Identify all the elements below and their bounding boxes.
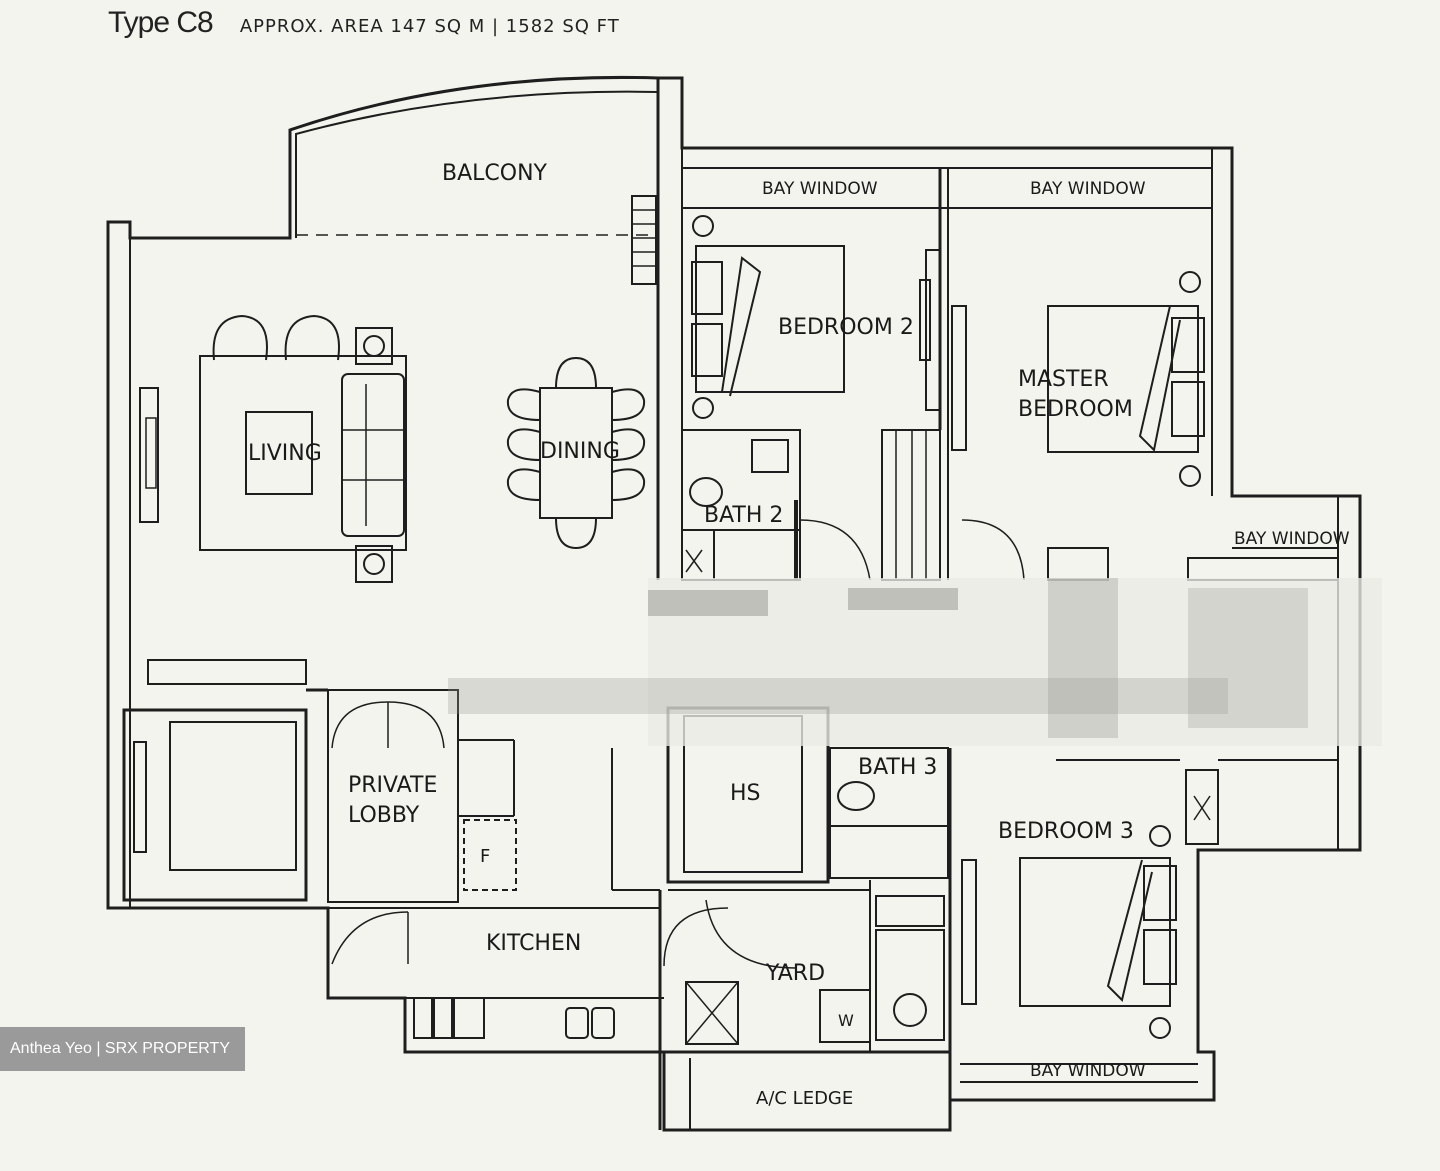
fridge	[463, 819, 517, 891]
bed-master	[1047, 305, 1199, 453]
private-lobby	[327, 689, 459, 903]
washer-label: W	[838, 1011, 854, 1030]
room-label-dining: DINING	[540, 439, 620, 464]
stove	[565, 1007, 589, 1039]
unit-type-label: Type C8	[108, 6, 214, 39]
room-label-yard: YARD	[765, 961, 825, 986]
room-label-bay-window-1: BAY WINDOW	[762, 179, 878, 199]
fridge-label: F	[480, 846, 490, 867]
armchair	[212, 314, 268, 361]
room-label-balcony: BALCONY	[442, 161, 548, 186]
room-label-kitchen: KITCHEN	[486, 931, 581, 956]
blurred-region	[448, 578, 1382, 746]
sofa	[341, 373, 405, 537]
room-label-master-1: MASTER	[1018, 367, 1109, 392]
room-label-bay-window-2: BAY WINDOW	[1030, 179, 1146, 199]
area-label: APPROX. AREA 147 SQ M | 1582 SQ FT	[239, 16, 620, 37]
outer-wall	[106, 75, 1362, 1132]
bed-bedroom-3	[1019, 857, 1171, 1007]
living-rug	[199, 355, 407, 551]
room-label-bedroom-2: BEDROOM 2	[778, 315, 914, 340]
room-label-private-lobby-1: PRIVATE	[348, 773, 437, 798]
room-label-private-lobby-2: LOBBY	[348, 803, 420, 828]
room-label-bath-3: BATH 3	[858, 755, 937, 780]
room-label-bedroom-3: BEDROOM 3	[998, 819, 1134, 844]
room-label-ac-ledge: A/C LEDGE	[756, 1088, 853, 1109]
watermark-badge: Anthea Yeo | SRX PROPERTY	[0, 1027, 245, 1071]
balcony-column	[631, 195, 657, 285]
plan-header: Type C8 APPROX. AREA 147 SQ M | 1582 SQ …	[108, 6, 620, 40]
room-label-bath-2: BATH 2	[704, 503, 783, 528]
balcony-inner-wall	[295, 90, 659, 238]
dining-table	[539, 387, 613, 519]
lift	[122, 708, 308, 902]
bath-3	[829, 747, 949, 879]
room-label-hs: HS	[730, 781, 761, 806]
yard-drain	[685, 981, 739, 1045]
bed-bedroom-2	[695, 245, 845, 393]
room-label-bay-window-4: BAY WINDOW	[1030, 1061, 1146, 1081]
room-label-living: LIVING	[248, 441, 322, 466]
room-label-bay-window-3: BAY WINDOW	[1234, 529, 1350, 549]
room-label-master-2: BEDROOM	[1018, 397, 1133, 422]
